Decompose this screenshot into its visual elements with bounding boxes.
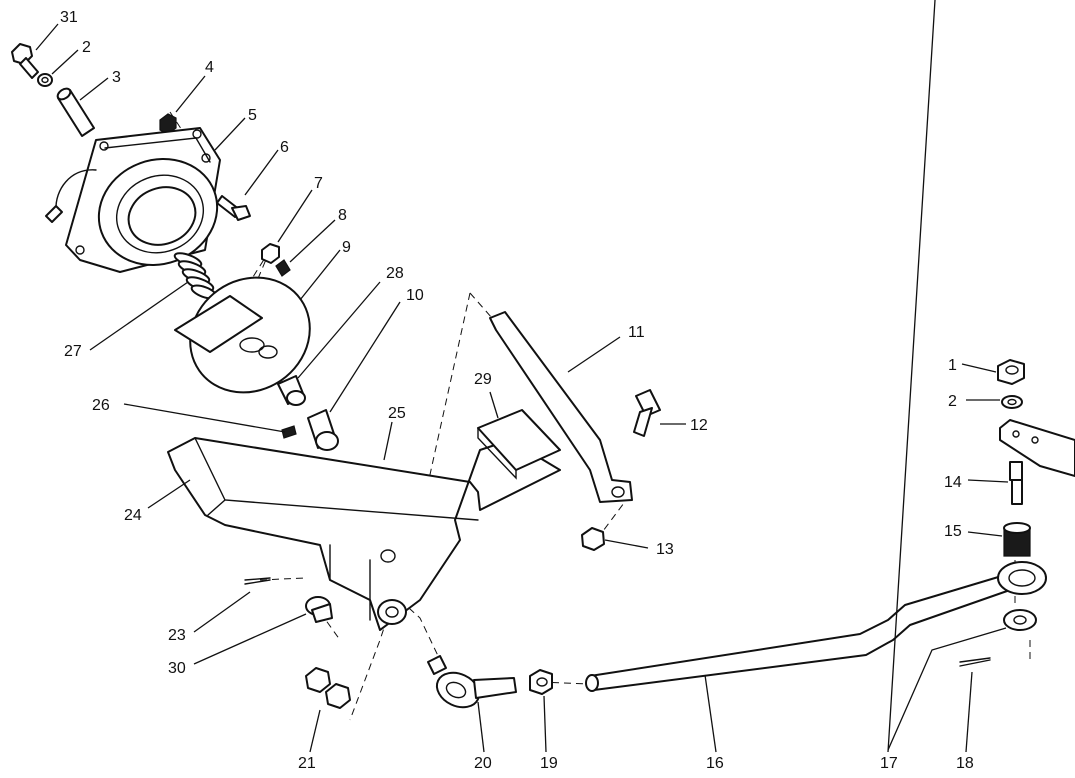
- callout-25: 25: [388, 405, 406, 422]
- part-2-lock-washer-upper: [37, 73, 53, 87]
- part-10-collar: [307, 409, 339, 451]
- part-21-nuts: [305, 667, 351, 709]
- callout-1: 1: [948, 357, 957, 374]
- callout-14: 14: [944, 474, 962, 491]
- part-3-spacer-sleeve: [56, 87, 95, 137]
- part-8-set-screw: [275, 259, 291, 277]
- callout-2-lower: 2: [948, 393, 957, 410]
- callout-4: 4: [205, 59, 214, 76]
- callout-30: 30: [168, 660, 186, 677]
- part-6-screw: [216, 195, 251, 221]
- callout-7: 7: [314, 175, 323, 192]
- callout-11: 11: [628, 324, 645, 341]
- part-4-nut: [159, 113, 177, 135]
- callout-13: 13: [656, 541, 674, 558]
- callout-24: 24: [124, 507, 142, 524]
- part-17-washer: [1003, 609, 1037, 631]
- callout-21: 21: [298, 755, 316, 772]
- callout-18: 18: [956, 755, 974, 772]
- part-20-rod-end: [427, 655, 517, 709]
- part-26-set-screw: [281, 425, 297, 439]
- callout-16: 16: [706, 755, 724, 772]
- callout-20: 20: [474, 755, 492, 772]
- part-27-spring: [173, 252, 218, 300]
- callout-leader-lines: [35, 0, 1009, 753]
- part-30-spacer: [305, 596, 333, 623]
- callout-6: 6: [280, 139, 289, 156]
- part-7-nut: [261, 243, 280, 264]
- part-23-cotter-pin: [244, 577, 271, 585]
- part-9-brake-disc: [174, 276, 311, 394]
- callout-23: 23: [168, 627, 186, 644]
- part-14-shoulder-bolt: [1009, 461, 1023, 505]
- callout-19: 19: [540, 755, 558, 772]
- callout-8: 8: [338, 207, 347, 224]
- mounting-plate: [999, 419, 1075, 477]
- part-25-pedal-bracket: [167, 437, 561, 631]
- part-16-control-rod: [585, 561, 1047, 692]
- callout-28: 28: [386, 265, 404, 282]
- part-31-bolt: [11, 43, 39, 79]
- callout-labels: 31 2 3 4 5 6 7 8 9 28 10 11 12 13 1 2 14…: [60, 9, 974, 772]
- part-13-nut: [581, 527, 605, 551]
- part-2-lock-washer-lower: [1001, 395, 1023, 409]
- part-28-bushing: [277, 375, 306, 406]
- callout-3: 3: [112, 69, 121, 86]
- callout-26: 26: [92, 397, 110, 414]
- part-1-nut: [997, 359, 1025, 385]
- part-15-bushing: [1003, 522, 1031, 557]
- callout-12: 12: [690, 417, 708, 434]
- callout-31: 31: [60, 9, 78, 26]
- part-19-nut: [529, 669, 553, 695]
- callout-15: 15: [944, 523, 962, 540]
- part-12-bolt: [633, 389, 661, 437]
- callout-5: 5: [248, 107, 257, 124]
- callout-2-upper: 2: [82, 39, 91, 56]
- part-11-arm: [489, 311, 633, 503]
- callout-17: 17: [880, 755, 898, 772]
- callout-9: 9: [342, 239, 351, 256]
- part-18-cotter-pin: [959, 657, 991, 667]
- part-29-pedal-pad: [477, 409, 561, 480]
- callout-27: 27: [64, 343, 82, 360]
- callout-10: 10: [406, 287, 424, 304]
- callout-29: 29: [474, 371, 492, 388]
- part-5-clutch-housing: [45, 127, 221, 273]
